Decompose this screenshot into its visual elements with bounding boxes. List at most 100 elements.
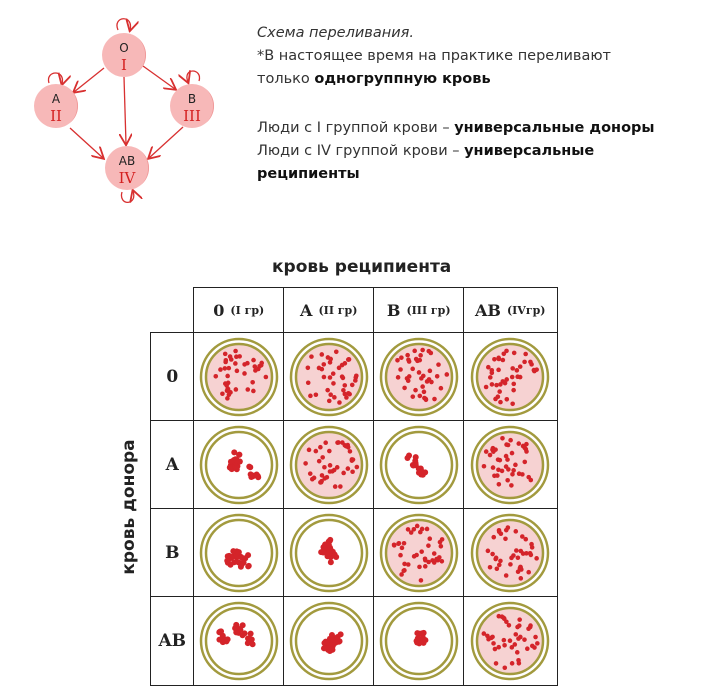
universal-donors: Люди с I группой крови – универсальные д…	[257, 117, 657, 140]
red-cell	[217, 367, 223, 372]
red-cell-clump	[322, 638, 329, 645]
red-cell	[398, 355, 404, 360]
node-letter: B	[188, 92, 196, 106]
red-cell	[518, 364, 523, 369]
red-cell	[349, 458, 354, 463]
red-cell	[233, 348, 238, 354]
red-cell	[421, 389, 427, 394]
red-cell	[313, 392, 318, 397]
test-well-cell	[373, 508, 465, 598]
red-cell	[252, 363, 257, 369]
node-circle	[102, 33, 146, 77]
donors-bold: универсальные доноры	[454, 120, 655, 136]
red-cell-clump	[235, 451, 242, 458]
red-cell-clump	[244, 639, 251, 646]
non-agglutinated-well	[379, 337, 458, 416]
red-cell	[391, 542, 397, 548]
red-cell	[524, 550, 529, 556]
red-cell	[319, 472, 325, 478]
red-cell	[516, 660, 522, 666]
red-cell	[250, 379, 255, 385]
red-cell	[330, 380, 336, 386]
red-cell	[306, 447, 312, 452]
red-cell	[250, 388, 256, 394]
red-cell	[321, 361, 326, 367]
red-cell	[308, 354, 314, 359]
agglutinated-well	[379, 601, 458, 680]
red-cell	[416, 564, 422, 569]
red-cell	[515, 624, 521, 630]
red-cell	[316, 365, 322, 371]
red-cell	[342, 360, 347, 366]
red-cell	[343, 394, 349, 400]
blood-group-node-o: OI	[102, 33, 147, 77]
red-cell	[321, 374, 326, 380]
red-cell	[513, 528, 519, 534]
row-header: B	[150, 508, 195, 598]
red-cell	[523, 351, 529, 357]
red-cell	[420, 347, 425, 353]
red-cell	[345, 466, 350, 471]
red-cell-clump	[414, 629, 421, 636]
red-cell	[426, 348, 431, 354]
red-cell	[535, 640, 540, 646]
red-cell	[405, 561, 411, 567]
red-cell	[327, 359, 333, 365]
red-cell	[523, 536, 529, 542]
red-cell-clump	[239, 631, 246, 638]
red-cell-clump	[235, 548, 242, 555]
row-header: 0	[150, 332, 195, 422]
red-cell	[418, 577, 423, 583]
red-cell	[226, 365, 231, 371]
recipients-bold: универсальные реципиенты	[257, 143, 595, 182]
test-well-cell	[283, 596, 375, 686]
red-cell	[489, 370, 495, 375]
red-cell	[515, 649, 520, 655]
red-cell	[505, 525, 511, 530]
recipient-title: кровь реципиента	[272, 257, 452, 277]
donor-title: кровь донора	[119, 439, 139, 575]
red-cell	[219, 391, 225, 396]
red-cell-clump	[246, 463, 253, 470]
red-cell	[516, 569, 521, 574]
red-cell	[401, 568, 406, 573]
red-cell	[513, 631, 519, 637]
red-cell	[500, 357, 506, 363]
red-cell	[492, 646, 498, 652]
column-group-number: (II гр)	[318, 303, 358, 317]
red-cell	[396, 540, 401, 546]
red-cell-clump	[405, 452, 412, 459]
red-cell	[336, 399, 342, 405]
red-cell	[524, 441, 529, 447]
red-cell	[524, 448, 530, 454]
red-cell	[394, 357, 400, 363]
red-cell	[505, 477, 511, 483]
red-cell	[528, 359, 533, 364]
red-cell	[493, 447, 499, 452]
node-shade	[138, 38, 147, 72]
red-cell	[520, 534, 525, 539]
red-cell	[493, 660, 499, 666]
red-cell	[350, 469, 355, 474]
red-cell-clump	[230, 547, 237, 554]
red-cell	[522, 637, 528, 642]
test-well-cell	[373, 596, 465, 686]
non-agglutinated-well	[289, 337, 368, 416]
red-cell	[444, 371, 449, 377]
red-cell	[353, 373, 359, 378]
arrow-o-ab	[124, 76, 126, 144]
red-cell	[526, 569, 532, 575]
red-cell	[512, 641, 518, 647]
node-letter: AB	[119, 154, 135, 168]
test-well-cell	[373, 332, 465, 422]
red-cell	[496, 467, 501, 472]
red-cell-clump	[422, 636, 429, 643]
red-cell-clump	[247, 630, 254, 637]
red-cell	[305, 365, 310, 370]
red-cell	[530, 643, 535, 648]
row-header: A	[150, 420, 195, 510]
recipients-text: Люди с IV группой крови –	[257, 143, 465, 159]
agglutinated-well	[379, 425, 458, 504]
red-cell	[509, 450, 515, 456]
red-cell	[522, 359, 528, 364]
